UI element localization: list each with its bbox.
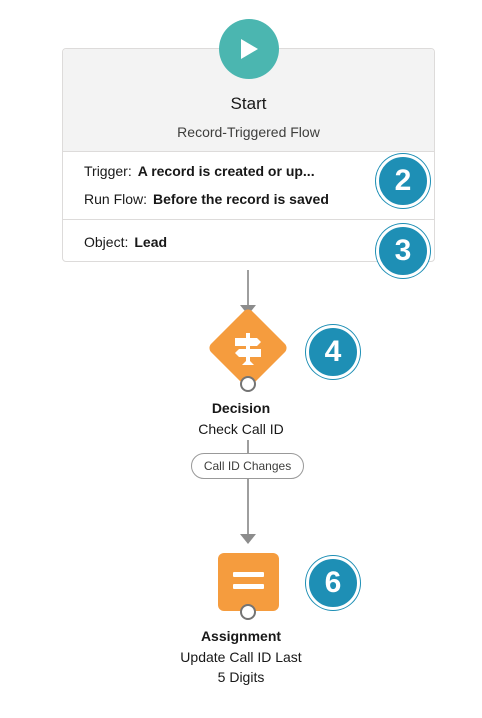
assignment-connector-node[interactable] <box>240 604 256 620</box>
object-label: Object: <box>84 234 129 250</box>
start-title: Start <box>230 94 267 113</box>
connector-line <box>247 270 249 306</box>
start-play-icon[interactable] <box>219 19 279 79</box>
assignment-type-label: Assignment <box>200 628 282 644</box>
outcome-label-pill[interactable]: Call ID Changes <box>191 453 304 479</box>
run-flow-row[interactable]: Run Flow: Before the record is saved <box>84 191 329 207</box>
run-flow-value: Before the record is saved <box>153 191 329 207</box>
step-badge-4: 4 <box>306 325 360 379</box>
trigger-value: A record is created or up... <box>137 163 315 179</box>
arrow-down-icon <box>240 534 256 544</box>
trigger-row[interactable]: Trigger: A record is created or up... <box>84 163 315 179</box>
start-subtitle: Record-Triggered Flow <box>177 124 320 140</box>
signpost-icon <box>235 333 261 365</box>
step-badge-2: 2 <box>376 154 430 208</box>
assignment-name-line2: 5 Digits <box>217 669 265 685</box>
object-value: Lead <box>134 234 168 250</box>
section-divider <box>63 219 434 220</box>
assignment-name-line1: Update Call ID Last <box>180 649 302 665</box>
play-icon <box>241 39 258 59</box>
decision-connector-node[interactable] <box>240 376 256 392</box>
decision-name: Check Call ID <box>198 421 284 437</box>
decision-type-label: Decision <box>211 400 271 416</box>
assignment-element[interactable] <box>218 553 279 611</box>
step-badge-3: 3 <box>376 224 430 278</box>
object-row[interactable]: Object: Lead <box>84 234 167 250</box>
step-badge-6: 6 <box>306 556 360 610</box>
run-flow-label: Run Flow: <box>84 191 148 207</box>
connector-line <box>247 440 249 453</box>
start-element-card[interactable]: Start Record-Triggered Flow Trigger: A re… <box>62 48 435 262</box>
connector-line <box>247 479 249 535</box>
trigger-label: Trigger: <box>84 163 132 179</box>
